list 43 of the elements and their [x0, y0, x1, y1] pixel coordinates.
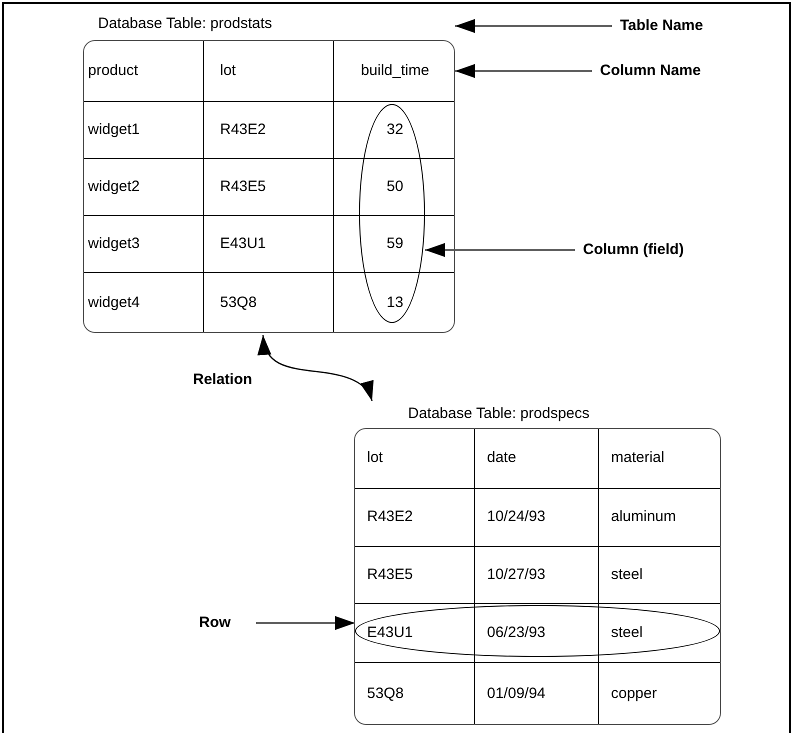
table-cell: build_time: [334, 41, 454, 102]
table-cell: steel: [599, 547, 720, 604]
table-cell: widget3: [84, 216, 204, 273]
table-cell-text: 13: [386, 293, 404, 314]
table-cell: 59: [334, 216, 454, 273]
table-cell: 32: [334, 102, 454, 159]
highlight-ellipse: [355, 605, 720, 657]
callout-label: Table Name: [620, 16, 710, 36]
table-cell: 50: [334, 159, 454, 216]
table-cell: 10/24/93: [475, 489, 599, 547]
highlight-ellipse: [359, 104, 425, 323]
table-cell: 53Q8: [355, 663, 475, 724]
table-cell: 01/09/94: [475, 663, 599, 724]
table-cell: 06/23/93: [475, 604, 599, 663]
table-cell: lot: [204, 41, 334, 102]
table-cell: widget2: [84, 159, 204, 216]
callout-label: Column Name: [600, 61, 715, 81]
table-cell: 53Q8: [204, 273, 334, 332]
table-cell: R43E2: [204, 102, 334, 159]
table-cell: date: [475, 429, 599, 489]
table-cell: material: [599, 429, 720, 489]
table-cell: widget1: [84, 102, 204, 159]
callout-label: Row: [199, 613, 244, 633]
table-cell: R43E5: [204, 159, 334, 216]
table-cell: 10/27/93: [475, 547, 599, 604]
arrow: [455, 19, 612, 33]
table-cell: E43U1: [355, 604, 475, 663]
table-cell: lot: [355, 429, 475, 489]
arrow: [455, 64, 592, 78]
callout-label: Column (field): [583, 240, 723, 260]
table-cell-text: copper: [610, 684, 658, 704]
table-cell: steel: [599, 604, 720, 663]
table-cell: E43U1: [204, 216, 334, 273]
table-cell: R43E2: [355, 489, 475, 547]
arrow: [425, 243, 575, 257]
arrow: [256, 616, 355, 630]
table-cell: product: [84, 41, 204, 102]
table-cell: widget4: [84, 273, 204, 332]
table-title: Database Table: prodstats: [98, 14, 272, 34]
arrow: [258, 334, 373, 402]
table-cell: aluminum: [599, 489, 720, 547]
table-cell: R43E5: [355, 547, 475, 604]
table-title: Database Table: prodspecs: [408, 404, 590, 424]
